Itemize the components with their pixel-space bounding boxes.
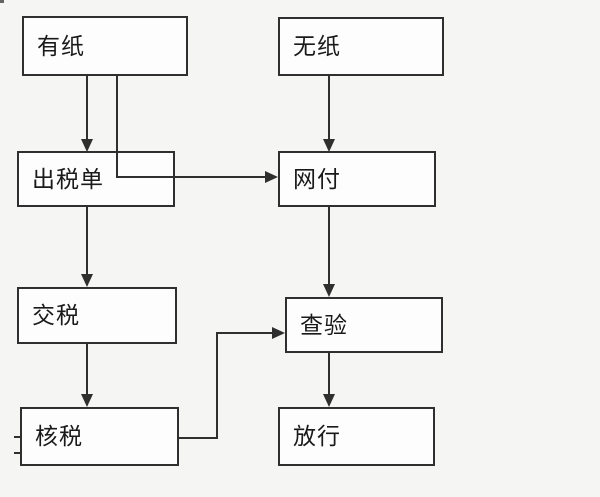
flow-node-paper-label: 有纸 — [37, 33, 85, 60]
flow-node-pay-tax: 交税 — [17, 287, 177, 344]
flow-node-online-payment-label: 网付 — [293, 166, 341, 193]
connector-paperless-to-online-payment — [323, 76, 335, 152]
flow-node-pay-tax-label: 交税 — [32, 303, 80, 329]
flow-node-inspection-label: 查验 — [300, 312, 348, 339]
flow-node-tax-assessment: 核税 — [20, 407, 179, 466]
flow-node-paper: 有纸 — [22, 16, 188, 76]
connector-online-payment-to-inspection — [323, 207, 335, 297]
flow-node-release: 放行 — [278, 407, 435, 466]
flow-node-issue-tax-bill-label: 出税单 — [32, 166, 104, 193]
connector-issue-tax-bill-to-pay-tax — [81, 207, 93, 287]
flow-node-release-label: 放行 — [293, 424, 341, 450]
flow-node-inspection: 查验 — [285, 297, 443, 353]
flow-node-tax-assessment-label: 核税 — [35, 424, 83, 450]
flow-node-issue-tax-bill: 出税单 — [17, 151, 175, 207]
connector-paper-to-issue-tax-bill — [81, 76, 93, 152]
connector-pay-tax-to-tax-assessment — [81, 344, 93, 407]
connector-tax-assessment-to-inspection — [179, 327, 285, 439]
scan-artifacts — [0, 0, 20, 454]
flow-node-paperless: 无纸 — [278, 17, 444, 76]
flow-node-online-payment: 网付 — [278, 151, 436, 207]
connector-inspection-to-release — [323, 353, 335, 407]
flow-node-paperless-label: 无纸 — [293, 34, 341, 60]
